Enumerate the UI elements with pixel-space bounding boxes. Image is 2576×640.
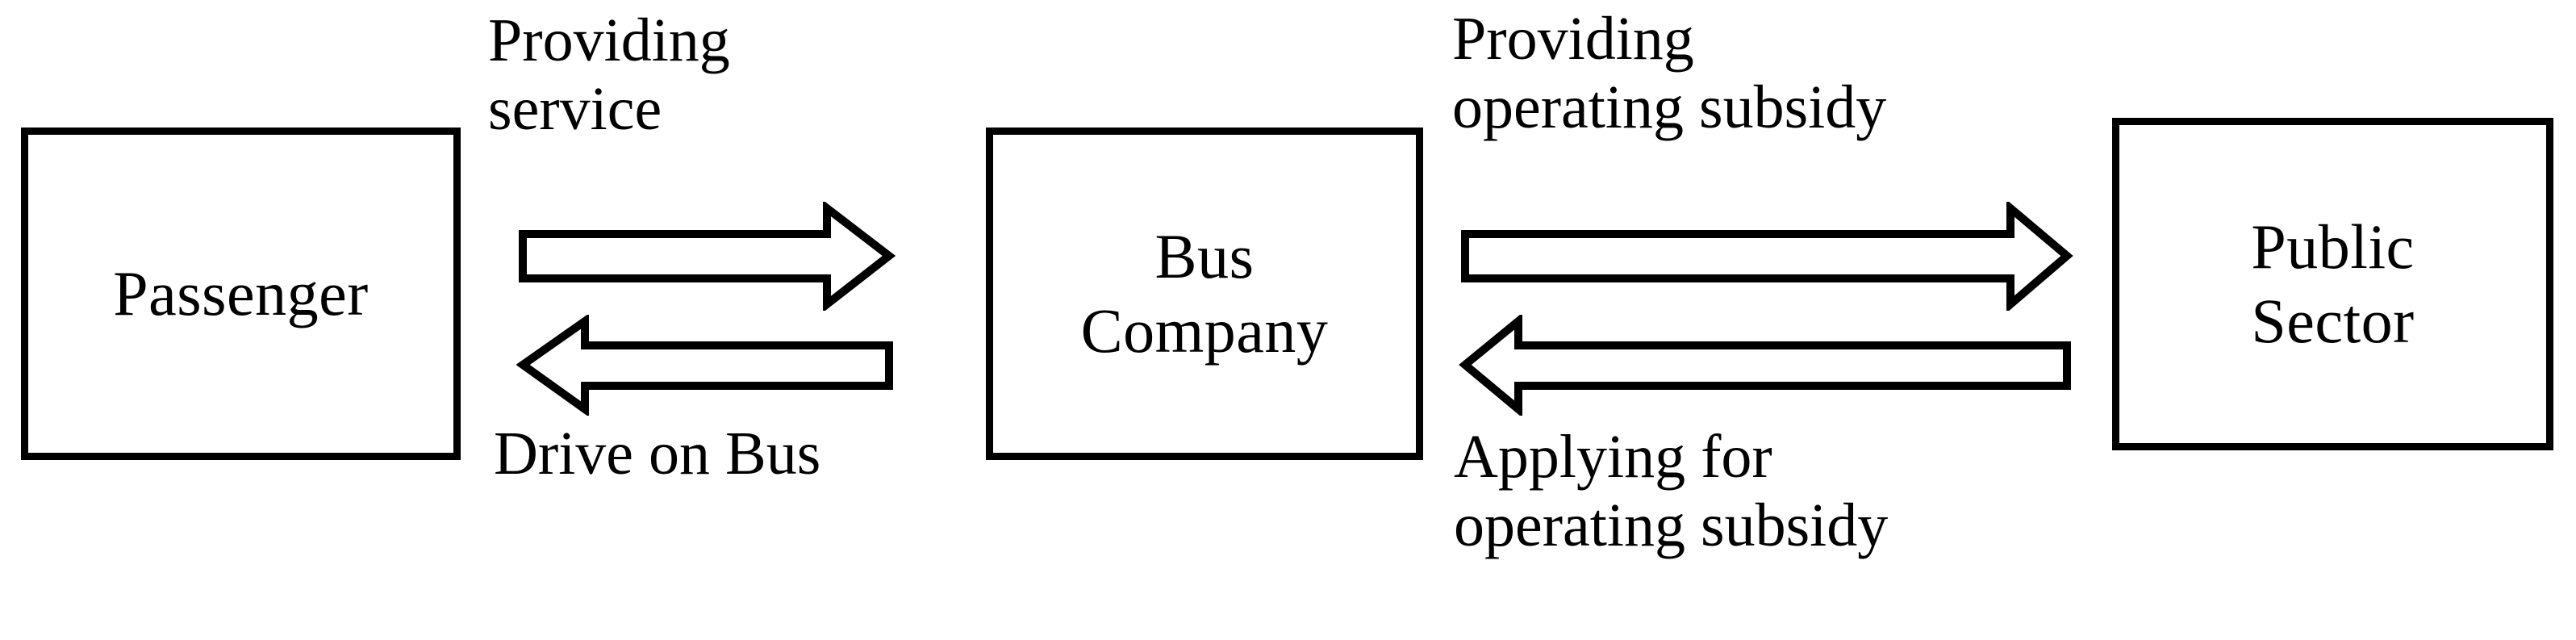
block-arrow-left-shape (1459, 315, 2071, 416)
block-arrow-left-shape (516, 315, 893, 416)
arrow-providing-service[interactable] (516, 202, 896, 311)
edge-label-drive-on-bus: Drive on Bus (494, 420, 821, 487)
arrow-providing-operating-subsidy[interactable] (1459, 202, 2073, 311)
edge-label-applying-for-operating-subsidy: Applying for operating subsidy (1454, 423, 1889, 560)
node-bus-company[interactable]: Bus Company (986, 128, 1423, 460)
block-arrow-right-shape (519, 202, 896, 311)
block-arrow-right-shape (1461, 202, 2073, 311)
edge-label-providing-service: Providing service (488, 6, 730, 144)
node-passenger[interactable]: Passenger (21, 128, 461, 460)
node-public-sector[interactable]: Public Sector (2112, 118, 2553, 450)
arrow-applying-for-operating-subsidy[interactable] (1459, 315, 2073, 416)
node-passenger-label: Passenger (113, 257, 369, 328)
edge-label-providing-operating-subsidy: Providing operating subsidy (1452, 5, 1887, 142)
node-public-sector-label: Public Sector (2251, 211, 2415, 356)
node-bus-company-label: Bus Company (1080, 220, 1329, 366)
arrow-drive-on-bus[interactable] (516, 315, 896, 416)
